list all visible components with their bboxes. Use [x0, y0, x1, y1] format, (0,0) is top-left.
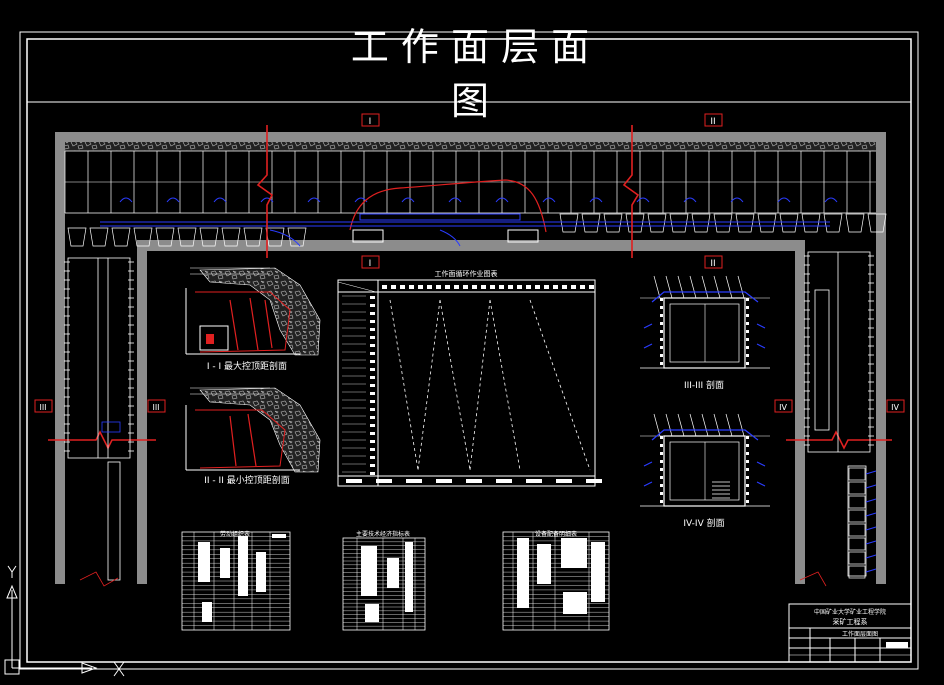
labor-table — [181, 531, 291, 631]
section-4-drawing — [640, 413, 770, 507]
marker-iii-left: III — [39, 403, 46, 412]
left-roadway — [67, 257, 131, 587]
table-1-title: 劳动组织表 — [220, 530, 250, 538]
marker-i-bottom: I — [369, 259, 372, 269]
section-3-drawing — [640, 275, 770, 369]
roadway-walls — [55, 132, 886, 584]
support-grid — [64, 150, 887, 247]
equipment-table — [502, 531, 610, 631]
section-cut-lines — [48, 125, 892, 450]
shearer-drum-right — [507, 229, 539, 243]
title-block — [788, 603, 912, 663]
cycle-chart-ticks — [342, 285, 602, 483]
shearer-drum-left — [352, 229, 384, 243]
section-2-drawing — [185, 387, 321, 473]
marker-i-top: I — [369, 117, 372, 127]
rock-band — [65, 142, 876, 151]
caption-section-4: IV-IV 剖面 — [683, 517, 724, 529]
inner-border — [26, 38, 912, 663]
section-markers: I I II II III III IV IV — [34, 113, 905, 413]
section-1-drawing — [185, 267, 321, 356]
caption-section-1: I - I 最大控顶距剖面 — [207, 360, 287, 372]
right-roadway-equipment — [848, 467, 877, 579]
marker-iii-right: III — [152, 403, 159, 412]
caption-section-2: II - II 最小控顶距剖面 — [204, 474, 289, 486]
drawing-title-line2: 图 — [451, 79, 489, 123]
table-2-title: 主要技术经济指标表 — [356, 530, 410, 538]
title-block-school: 中国矿业大学矿业工程学院 — [814, 608, 886, 616]
table-3-title: 设备配备明细表 — [535, 530, 577, 538]
left-roadway-ticks — [64, 261, 134, 452]
title-block-dept: 采矿工程系 — [833, 617, 868, 626]
right-roadway-ticks — [804, 255, 874, 446]
caption-section-3: III-III 剖面 — [684, 379, 724, 391]
outer-border — [19, 31, 919, 670]
ucs-axis-icon — [4, 565, 125, 677]
marker-iv-left: IV — [779, 403, 787, 412]
cycle-chart-title: 工作面循环作业图表 — [435, 269, 498, 278]
face-conveyor — [100, 213, 830, 247]
marker-ii-bottom: II — [710, 259, 715, 269]
marker-ii-top: II — [710, 117, 715, 127]
title-block-drawing-name: 工作面层面图 — [842, 630, 878, 638]
indicator-table — [342, 537, 426, 631]
marker-iv-right: IV — [891, 403, 899, 412]
coal-face-outline — [349, 179, 547, 233]
right-roadway — [799, 251, 871, 587]
cycle-chart — [337, 279, 596, 487]
drawing-title-line1: 工 作 面 层 面 — [351, 25, 589, 69]
